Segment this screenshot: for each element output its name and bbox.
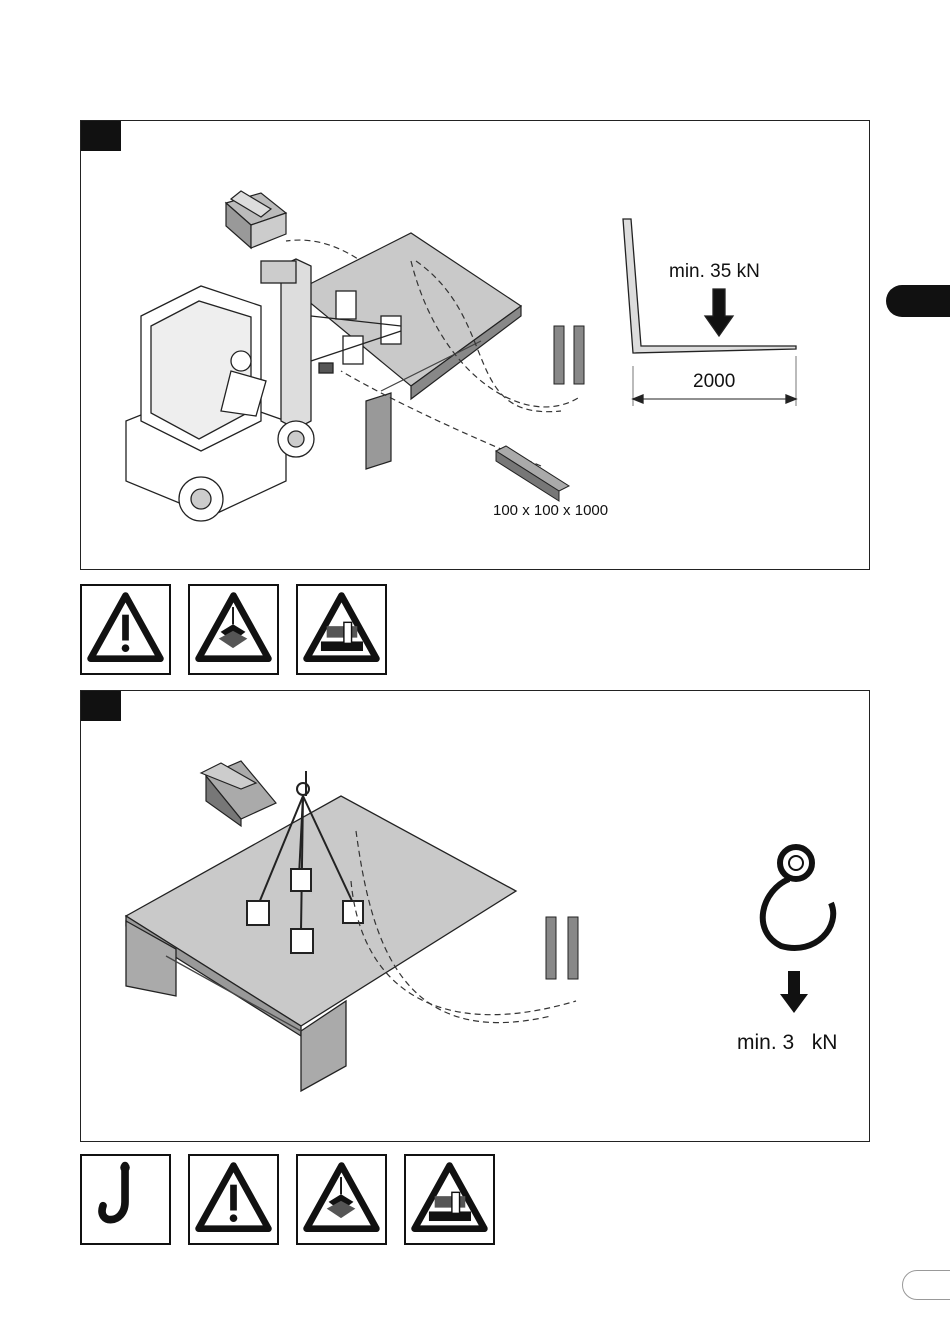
packaging-box <box>201 761 276 826</box>
suspended-load-icon <box>188 584 279 675</box>
crush-hazard-icon <box>296 584 387 675</box>
crane-hook-icon <box>80 1154 171 1245</box>
crane-hook-load <box>763 847 833 1013</box>
figure-forklift-unloading: min. 35 kN 2000 100 x 100 x 1000 <box>80 120 870 570</box>
page-number-marker <box>902 1270 950 1300</box>
beam-dimension-label: 100 x 100 x 1000 <box>493 502 608 519</box>
length-label: 2000 <box>693 371 735 393</box>
forklift-illustration <box>81 121 871 571</box>
dock-leveller <box>126 796 516 1091</box>
warning-icon <box>80 584 171 675</box>
dock-leveller <box>296 233 521 469</box>
timber-beam <box>496 446 569 501</box>
chapter-tab <box>886 285 950 317</box>
crush-hazard-icon <box>404 1154 495 1245</box>
crane-lift-illustration <box>81 691 871 1143</box>
suspended-load-icon <box>296 1154 387 1245</box>
force-label: min. 35 kN <box>669 261 760 283</box>
packaging-box <box>226 191 286 248</box>
support-posts <box>554 326 584 384</box>
warning-icon <box>188 1154 279 1245</box>
figure-crane-lifting: min. 3 kN <box>80 690 870 1142</box>
support-posts <box>546 917 578 979</box>
force-label: min. 3 kN <box>737 1031 837 1055</box>
